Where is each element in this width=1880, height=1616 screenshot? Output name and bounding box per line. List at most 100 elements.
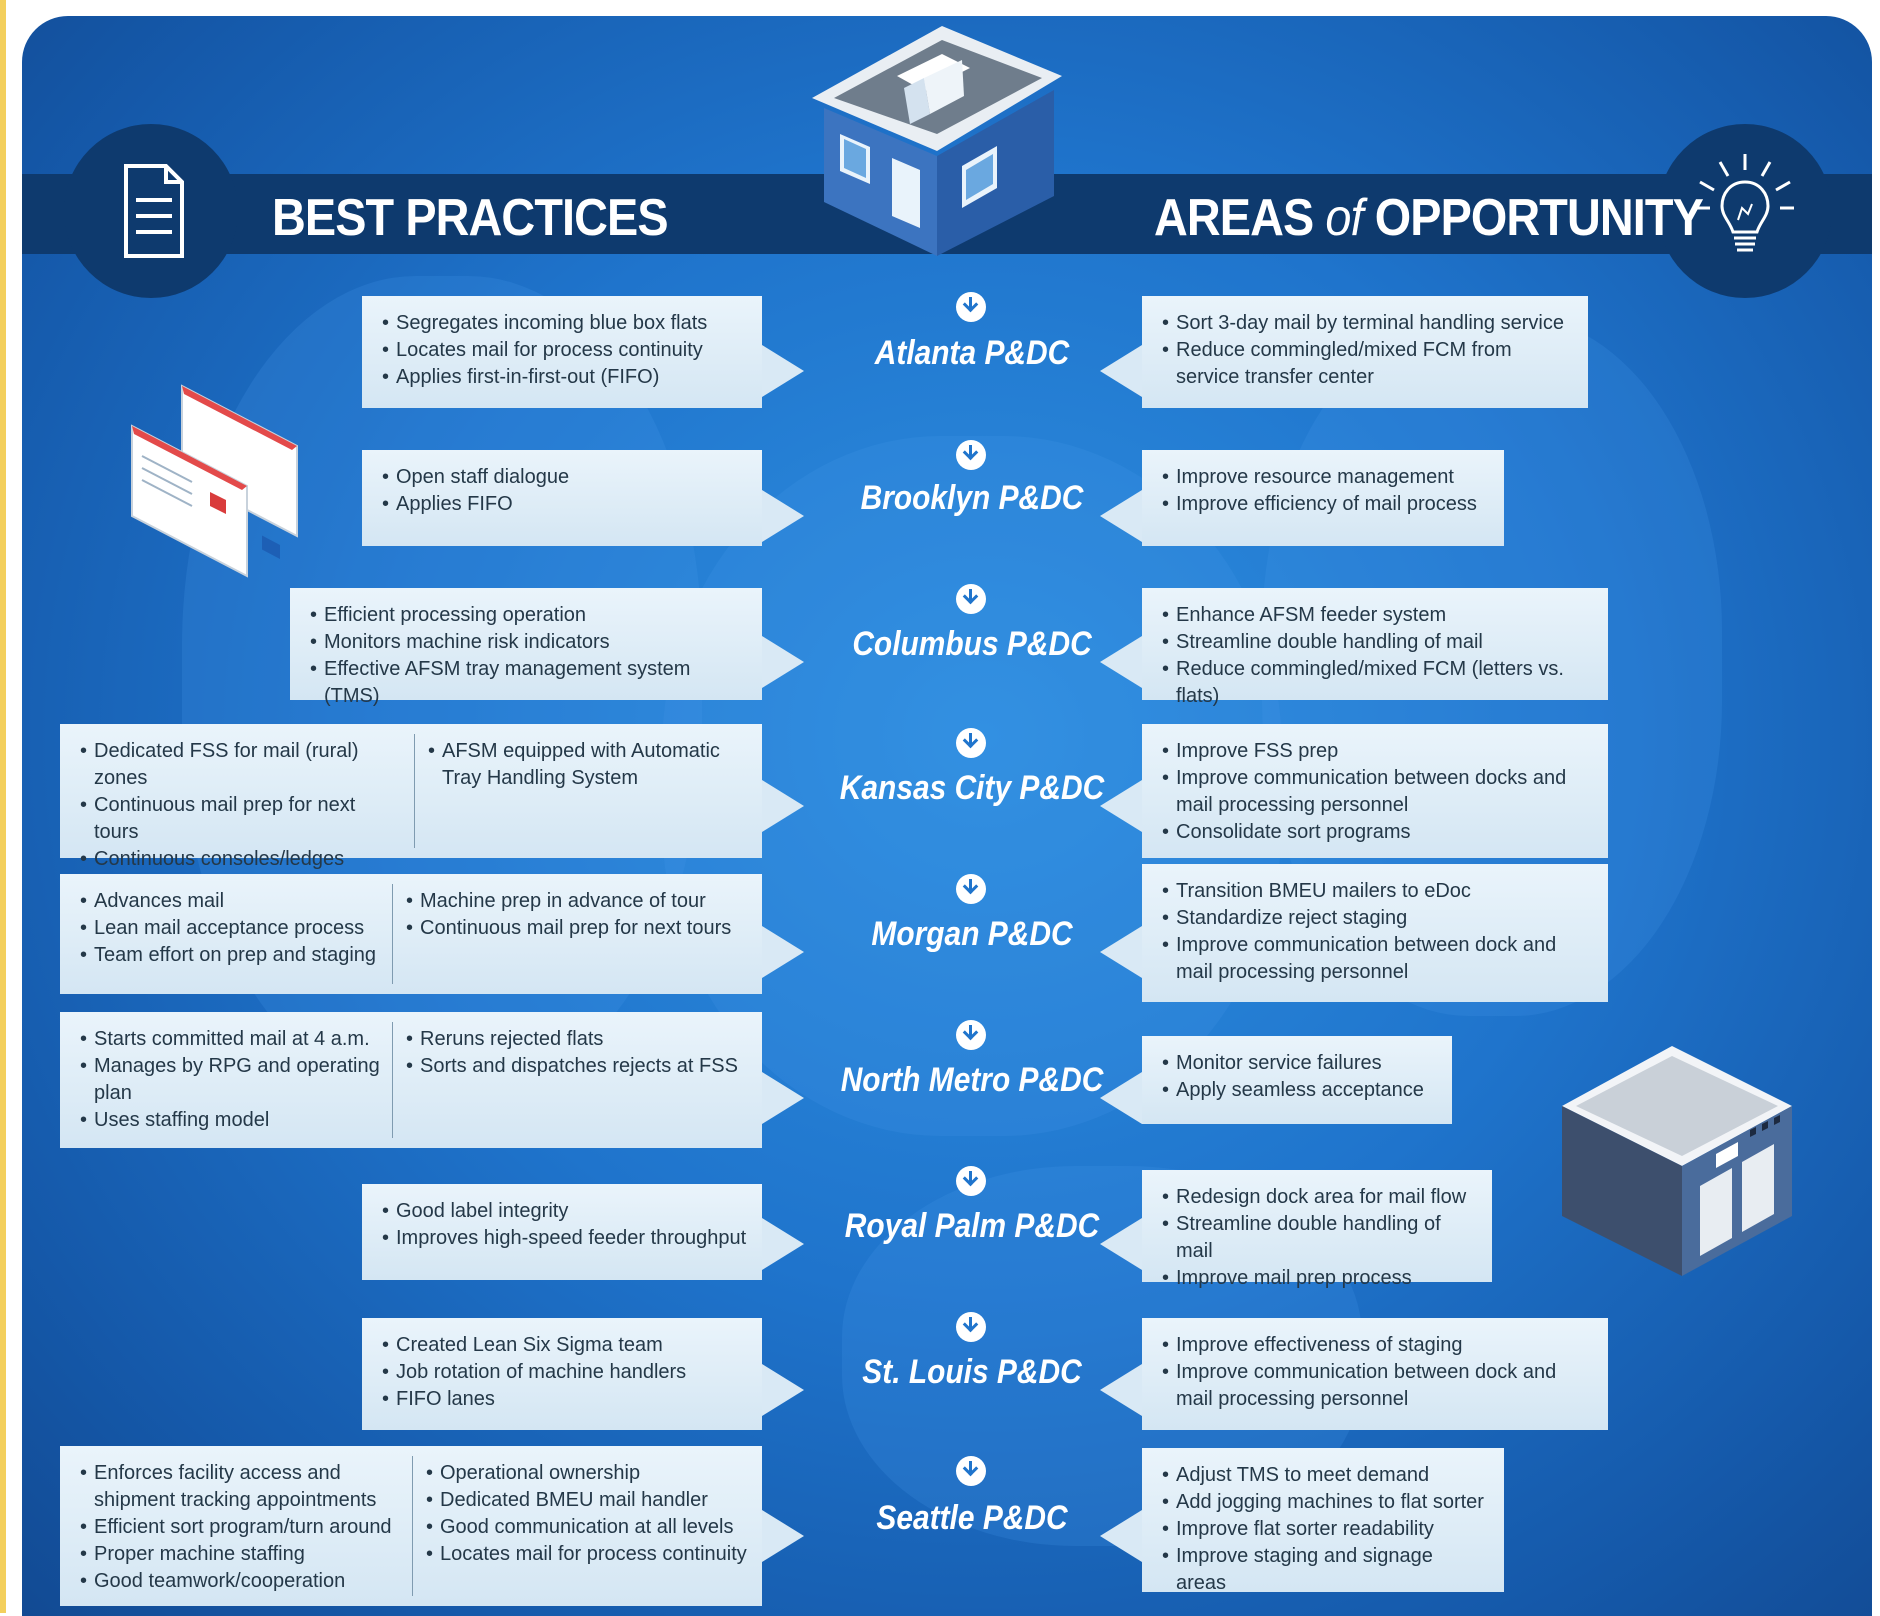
title-part: of [1325,189,1363,247]
best-practices-list: Machine prep in advance of tourContinuou… [406,888,748,942]
best-practices-list: Enforces facility access and shipment tr… [80,1460,402,1595]
opportunity-box: Enhance AFSM feeder systemStreamline dou… [1142,588,1608,707]
opportunity-item: Reduce commingled/mixed FCM (letters vs.… [1162,656,1592,710]
facility-name: Atlanta P&DC [874,334,1070,372]
arrow-down-icon [956,1312,986,1342]
opportunity-list: Monitor service failuresApply seamless a… [1162,1050,1436,1104]
pointer-arrow [762,636,804,688]
best-practice-item: Machine prep in advance of tour [406,888,748,915]
best-practices-list: Advances mailLean mail acceptance proces… [80,888,382,969]
best-practices-box: Segregates incoming blue box flatsLocate… [362,296,762,408]
best-practices-list: AFSM equipped with Automatic Tray Handli… [428,738,748,792]
best-practice-item: Enforces facility access and shipment tr… [80,1460,402,1514]
best-practice-item: Good teamwork/cooperation [80,1568,402,1595]
best-practice-item: Proper machine staffing [80,1541,402,1568]
best-practice-item: Continuous mail prep for next tours [406,915,748,942]
opportunity-list: Transition BMEU mailers to eDocStandardi… [1162,878,1592,986]
best-practice-item: Monitors machine risk indicators [310,629,748,656]
document-icon [64,124,238,298]
left-accent-strip [0,0,6,1613]
opportunity-item: Improve communication between dock and m… [1162,1359,1592,1413]
pointer-arrow [762,1510,804,1562]
best-practices-box: Starts committed mail at 4 a.m.Manages b… [60,1012,762,1148]
opportunity-item: Sort 3-day mail by terminal handling ser… [1162,310,1572,337]
facility-name: Seattle P&DC [876,1499,1068,1537]
pointer-arrow [1100,1218,1142,1270]
lightbulb-icon [1658,124,1832,298]
best-practices-title: BEST PRACTICES [272,189,669,247]
best-practice-item: Starts committed mail at 4 a.m. [80,1026,382,1053]
opportunity-list: Improve resource managementImprove effic… [1162,464,1488,518]
best-practice-item: Advances mail [80,888,382,915]
opportunity-item: Improve communication between docks and … [1162,765,1592,819]
best-practices-list: Open staff dialogueApplies FIFO [382,464,748,518]
areas-of-opportunity-title: AREAS of OPPORTUNITY [1154,189,1704,247]
arrow-down-icon [956,1166,986,1196]
opportunity-item: Transition BMEU mailers to eDoc [1162,878,1592,905]
best-practice-item: AFSM equipped with Automatic Tray Handli… [428,738,748,792]
opportunity-item: Redesign dock area for mail flow [1162,1184,1476,1211]
best-practices-list: Good label integrityImproves high-speed … [382,1198,748,1252]
opportunity-list: Improve FSS prepImprove communication be… [1162,738,1592,846]
best-practices-list: Operational ownershipDedicated BMEU mail… [426,1460,748,1568]
column-divider [414,734,415,848]
opportunity-box: Adjust TMS to meet demandAdd jogging mac… [1142,1448,1504,1594]
opportunity-item: Reduce commingled/mixed FCM from service… [1162,337,1572,391]
best-practice-item: Efficient processing operation [310,602,748,629]
best-practice-item: Job rotation of machine handlers [382,1359,748,1386]
best-practices-box: Good label integrityImproves high-speed … [362,1184,762,1280]
pointer-arrow [762,780,804,832]
column-divider [392,884,393,984]
pointer-arrow [1100,1510,1142,1562]
opportunity-item: Add jogging machines to flat sorter [1162,1489,1488,1516]
opportunity-item: Consolidate sort programs [1162,819,1592,846]
column-divider [392,1022,393,1138]
facility-name: Morgan P&DC [871,915,1073,953]
best-practices-box: Enforces facility access and shipment tr… [60,1446,762,1606]
pointer-arrow [1100,1072,1142,1124]
best-practices-box: Dedicated FSS for mail (rural) zonesCont… [60,724,762,897]
best-practice-item: Open staff dialogue [382,464,748,491]
opportunity-item: Improve resource management [1162,464,1488,491]
best-practice-item: Applies first-in-first-out (FIFO) [382,364,748,391]
pointer-arrow [762,345,804,397]
best-practices-box: Created Lean Six Sigma teamJob rotation … [362,1318,762,1430]
opportunity-list: Enhance AFSM feeder systemStreamline dou… [1162,602,1592,710]
best-practice-item: FIFO lanes [382,1386,748,1413]
best-practice-item: Uses staffing model [80,1107,382,1134]
opportunity-item: Improve effectiveness of staging [1162,1332,1592,1359]
pointer-arrow [762,1072,804,1124]
opportunity-box: Improve FSS prepImprove communication be… [1142,724,1608,858]
best-practices-list: Segregates incoming blue box flatsLocate… [382,310,748,391]
opportunity-item: Improve staging and signage areas [1162,1543,1488,1597]
best-practice-item: Effective AFSM tray management system (T… [310,656,748,710]
opportunity-item: Standardize reject staging [1162,905,1592,932]
best-practice-item: Segregates incoming blue box flats [382,310,748,337]
pointer-arrow [1100,780,1142,832]
best-practice-item: Team effort on prep and staging [80,942,382,969]
best-practice-item: Lean mail acceptance process [80,915,382,942]
best-practice-item: Locates mail for process continuity [426,1541,748,1568]
best-practice-item: Manages by RPG and operating plan [80,1053,382,1107]
best-practice-item: Applies FIFO [382,491,748,518]
arrow-down-icon [956,874,986,904]
best-practices-box: Efficient processing operationMonitors m… [290,588,762,707]
pointer-arrow [1100,345,1142,397]
facility-name: Royal Palm P&DC [844,1207,1100,1245]
pointer-arrow [1100,490,1142,542]
arrow-down-icon [956,440,986,470]
facility-name: Kansas City P&DC [839,769,1105,807]
opportunity-item: Streamline double handling of mail [1162,629,1592,656]
opportunity-list: Adjust TMS to meet demandAdd jogging mac… [1162,1462,1488,1597]
best-practice-item: Created Lean Six Sigma team [382,1332,748,1359]
pointer-arrow [762,490,804,542]
pointer-arrow [762,1364,804,1416]
best-practice-item: Dedicated BMEU mail handler [426,1487,748,1514]
best-practice-item: Reruns rejected flats [406,1026,748,1053]
opportunity-list: Sort 3-day mail by terminal handling ser… [1162,310,1572,391]
best-practice-item: Good communication at all levels [426,1514,748,1541]
post-office-building-icon [812,26,1062,256]
best-practices-box: Open staff dialogueApplies FIFO [362,450,762,546]
title-part: AREAS [1154,189,1326,247]
opportunity-box: Sort 3-day mail by terminal handling ser… [1142,296,1588,408]
